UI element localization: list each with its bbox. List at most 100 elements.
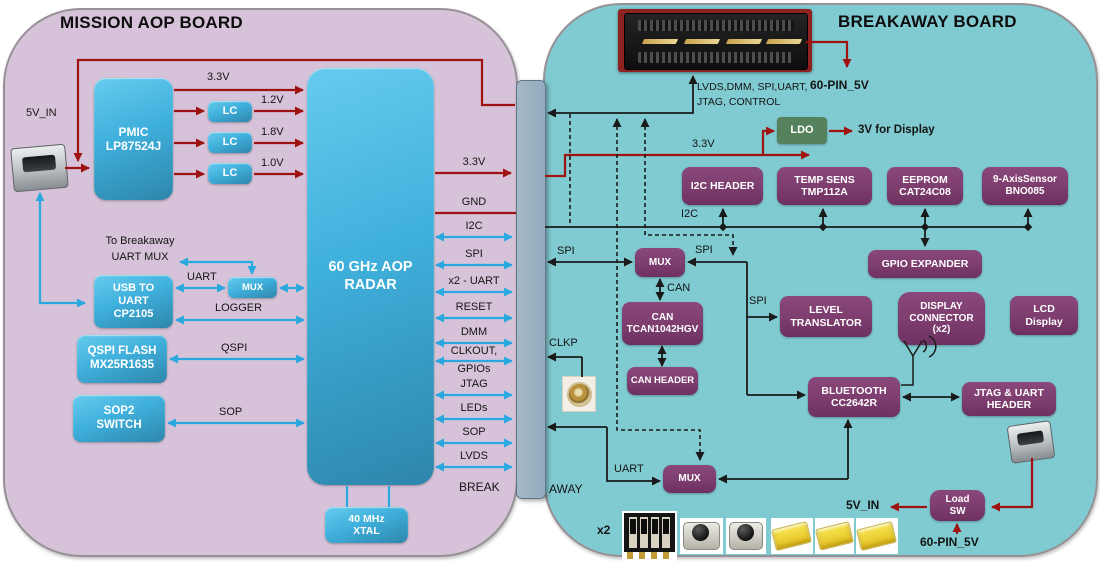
ufl-coax-ring [566, 381, 592, 407]
dip-slot [651, 517, 659, 548]
net-label-3v3: 3.3V [207, 71, 230, 83]
note-to-breakaway: To Breakaway [105, 235, 175, 247]
label-line: SW [949, 505, 966, 517]
qspi-flash-block: QSPI FLASH MX25R1635 [77, 335, 167, 383]
connector-body [624, 13, 808, 70]
net-label-i2c-ba: I2C [681, 208, 699, 220]
label-away: AWAY [549, 482, 583, 496]
label-line: Display [1025, 315, 1063, 328]
bluetooth-block: BLUETOOTH CC2642R [808, 377, 900, 417]
pin-label-gpios: GPIOs [457, 363, 491, 375]
button-body [729, 521, 763, 551]
usb-to-uart-block: USB TO UART CP2105 [94, 275, 173, 328]
label-line: USB TO [112, 282, 155, 295]
mission-board-title: MISSION AOP BOARD [60, 13, 243, 32]
label-line: EEPROM [902, 173, 948, 186]
uart-mux-block: MUX [228, 277, 277, 298]
label-line: PMIC [118, 124, 149, 139]
net-label-1v8: 1.8V [261, 126, 284, 138]
pin-label-dmm: DMM [460, 326, 488, 338]
label-line: MX25R1635 [90, 359, 154, 371]
pin-label-reset: RESET [455, 301, 493, 313]
label-line: CONNECTOR [909, 312, 974, 324]
led-photo [771, 518, 813, 554]
label-line: RADAR [344, 276, 397, 293]
net-label-clkp: CLKP [549, 337, 578, 349]
label-line: 60 GHz AOP [328, 259, 413, 276]
radar-block: 60 GHz AOP RADAR [307, 68, 434, 485]
net-label-logger: LOGGER [215, 302, 263, 314]
label-line: JTAG & UART [974, 386, 1044, 399]
label-line: 9-AxisSensor [993, 174, 1057, 186]
pin-row [637, 20, 795, 31]
net-label-1v2: 1.2V [261, 94, 284, 106]
display-connector-block: DISPLAY CONNECTOR (x2) [898, 292, 985, 345]
lc-filter-2: LC [208, 132, 252, 153]
dashed-control-wires [569, 114, 738, 461]
label-line: CP2105 [113, 307, 154, 320]
pin-label-leds: LEDs [460, 402, 488, 414]
net-label-5vin: 5V_IN [26, 107, 57, 119]
net-label-uart-ba: UART [614, 463, 644, 475]
9-axis-sensor-block: 9-AxisSensor BNO085 [982, 167, 1068, 205]
pmic-block: PMIC LP87524J [94, 78, 173, 200]
label-line: SWITCH [96, 418, 142, 431]
net-label-qspi: QSPI [221, 342, 248, 354]
dip-switch-photo [622, 511, 677, 561]
load-switch-block: Load SW [930, 490, 985, 521]
gpio-expander-block: GPIO EXPANDER [868, 250, 982, 278]
breakaway-board-title: BREAKAWAY BOARD [838, 12, 1017, 31]
pin-label-x2-uart: x2 - UART [448, 275, 500, 287]
jtag-uart-header-block: JTAG & UART HEADER [962, 382, 1056, 416]
power-wires-red [65, 40, 1034, 534]
label-line: QSPI FLASH [87, 345, 157, 358]
signal-wires-blue [35, 192, 513, 507]
pin-label-spi: SPI [465, 248, 483, 260]
lcd-display-block: LCD Display [1010, 296, 1078, 335]
pin-label-clkout: CLKOUT, [450, 345, 498, 357]
net-label-1v0: 1.0V [261, 157, 284, 169]
note-uart-mux: UART MUX [111, 251, 169, 263]
pin-label-jtag: JTAG [460, 378, 488, 390]
antenna-icon [901, 335, 937, 386]
pin-label-3v3: 3.3V [462, 156, 486, 168]
label-line: LP87524J [105, 139, 162, 153]
net-label-spi-translator: SPI [749, 295, 767, 307]
label-60pin-5v-bottom: 60-PIN_5V [920, 535, 979, 549]
bus-label-line2: JTAG, CONTROL [697, 96, 781, 108]
pin-label-lvds: LVDS [460, 450, 488, 462]
net-label-sop: SOP [219, 406, 243, 418]
net-label-uart: UART [187, 271, 217, 283]
label-line: LCD [1033, 303, 1055, 316]
pin-label-i2c: I2C [465, 220, 483, 232]
temp-sensor-block: TEMP SENS TMP112A [777, 167, 872, 205]
net-label-can: CAN [667, 282, 691, 294]
button-body [683, 521, 720, 551]
label-x2: x2 [597, 523, 611, 537]
lc-filter-3: LC [208, 163, 252, 184]
label-60pin-5v-top: 60-PIN_5V [810, 78, 869, 92]
label-line: TRANSLATOR [790, 316, 862, 329]
label-line: HEADER [986, 399, 1032, 411]
label-line: XTAL [353, 525, 380, 537]
label-line: CAT24C08 [899, 186, 951, 198]
dip-pins [624, 552, 675, 559]
dip-slot [629, 517, 637, 548]
pin-label-gnd: GND [461, 196, 487, 208]
dip-body [624, 513, 675, 552]
dip-slot [662, 517, 670, 548]
label-3v-display: 3V for Display [858, 124, 935, 136]
label-break: BREAK [459, 480, 500, 494]
label-line: Load [945, 493, 970, 505]
uart-mux2-block: MUX [663, 465, 716, 493]
ldo-block: LDO [777, 117, 827, 144]
signal-wires-black [545, 75, 1033, 486]
net-label-spi-right: SPI [695, 244, 713, 256]
label-line: BLUETOOTH [821, 384, 887, 397]
pin-label-sop: SOP [462, 426, 486, 438]
label-line: TEMP SENS [794, 173, 855, 186]
label-line: SOP2 [103, 404, 135, 417]
label-line: LEVEL [809, 304, 843, 317]
breakaway-connector-strip [516, 80, 546, 499]
